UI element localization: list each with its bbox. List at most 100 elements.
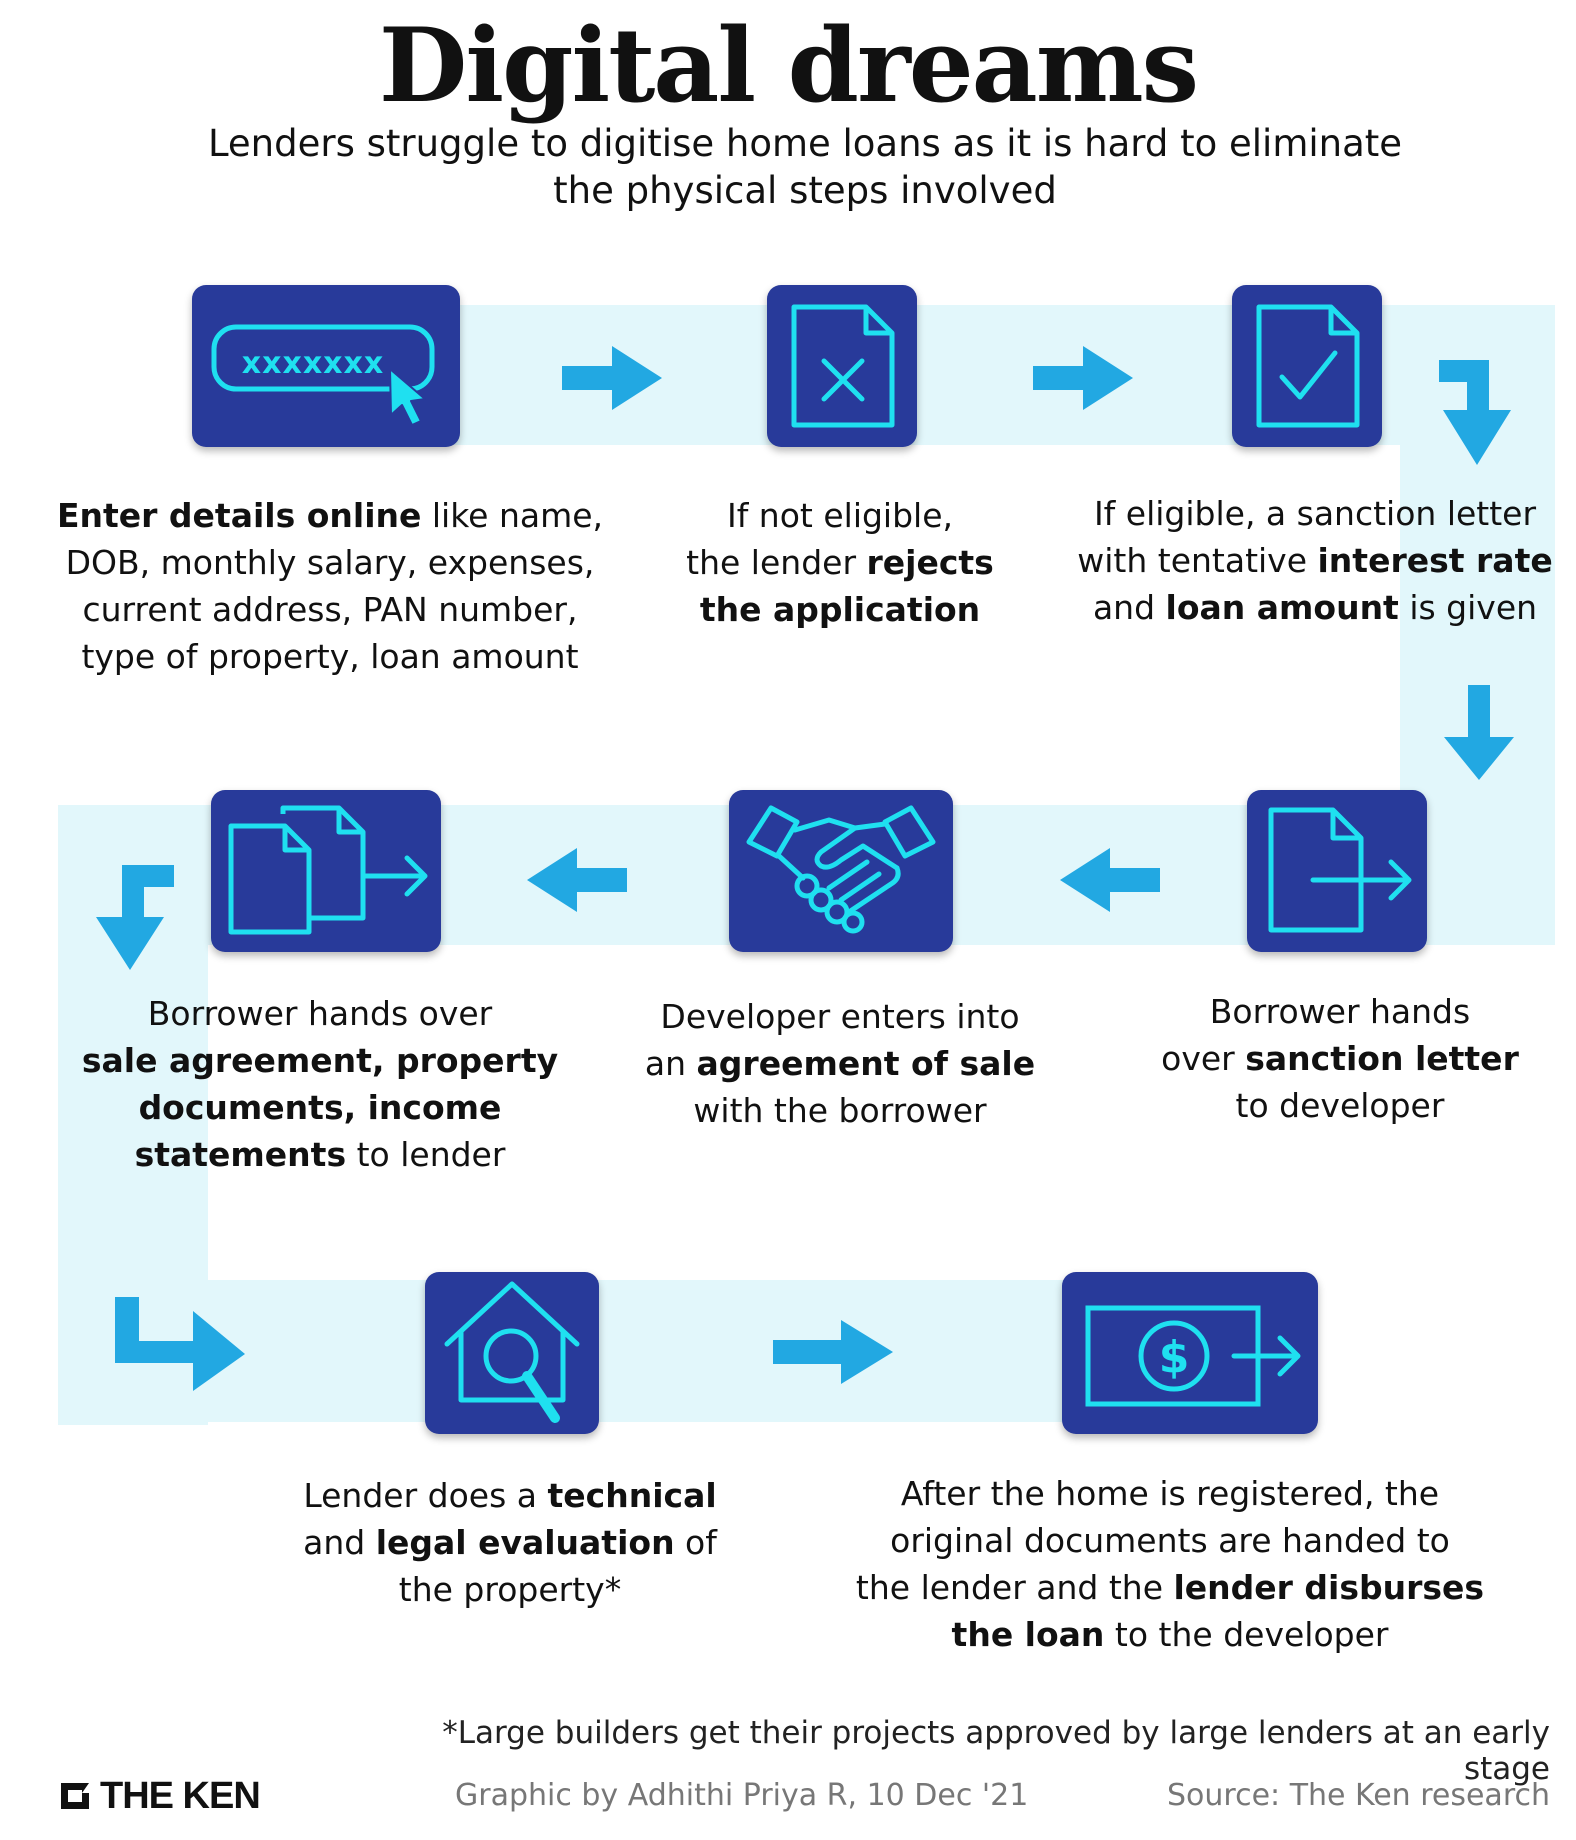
text-run: original documents are handed to xyxy=(890,1521,1450,1560)
description-line: to developer xyxy=(1130,1082,1550,1129)
dollar-sign: $ xyxy=(1159,1332,1190,1383)
document-handover-icon xyxy=(1268,807,1412,933)
step-5-tile xyxy=(729,790,953,952)
text-run: current address, PAN number, xyxy=(82,590,578,629)
bold-text: interest rate xyxy=(1317,541,1553,580)
arrow-turn-down-2 xyxy=(96,865,174,970)
text-run: Developer enters into xyxy=(660,997,1020,1036)
bold-text: documents, income xyxy=(138,1088,502,1127)
text-run: Lender does a xyxy=(303,1476,548,1515)
bold-text: the application xyxy=(699,590,981,629)
text-run: and xyxy=(1092,588,1166,627)
money-transfer-icon: $ xyxy=(1085,1305,1301,1407)
step-6-description: Borrower hands over sale agreement, prope… xyxy=(60,990,580,1178)
text-run: to lender xyxy=(346,1135,506,1174)
password-field-cursor-icon: xxxxxxx xyxy=(211,324,435,426)
description-line: Lender does a technical xyxy=(270,1472,750,1519)
bold-text: the loan xyxy=(951,1615,1105,1654)
description-line: type of property, loan amount xyxy=(40,633,620,680)
the-ken-logo-icon xyxy=(61,1783,89,1809)
password-mask-text: xxxxxxx xyxy=(242,346,384,381)
page-title: Digital dreams xyxy=(378,6,1199,126)
text-run: with the borrower xyxy=(693,1091,987,1130)
bold-text: statements xyxy=(134,1135,347,1174)
page-subtitle: Lenders struggle to digitise home loans … xyxy=(150,120,1460,214)
description-line: sale agreement, property xyxy=(60,1037,580,1084)
text-run: to the developer xyxy=(1104,1615,1389,1654)
arrow-right-3 xyxy=(773,1320,893,1384)
arrow-left-1 xyxy=(1060,848,1160,912)
bold-text: technical xyxy=(547,1476,717,1515)
text-run: and xyxy=(303,1523,376,1562)
text-run: Borrower hands over xyxy=(147,994,493,1033)
logo-text: THE KEN xyxy=(100,1774,261,1817)
step-8-tile: $ xyxy=(1062,1272,1318,1434)
arrow-turn-down-1 xyxy=(1439,360,1511,465)
description-line: the property* xyxy=(270,1566,750,1613)
description-line: Enter details online like name, xyxy=(40,492,620,539)
description-line: and legal evaluation of xyxy=(270,1519,750,1566)
step-8-description: After the home is registered, the origina… xyxy=(830,1470,1510,1658)
description-line: the loan to the developer xyxy=(830,1611,1510,1658)
description-line: an agreement of sale xyxy=(620,1040,1060,1087)
step-3-description: If eligible, a sanction letter with tenta… xyxy=(1060,490,1570,631)
text-run: an xyxy=(644,1044,697,1083)
description-line: Borrower hands over xyxy=(60,990,580,1037)
description-line: statements to lender xyxy=(60,1131,580,1178)
text-run: the lender and the xyxy=(855,1568,1174,1607)
house-inspection-icon xyxy=(444,1281,580,1423)
text-run: Borrower hands xyxy=(1209,992,1471,1031)
step-4-description: Borrower hands over sanction letter to dev… xyxy=(1130,988,1550,1129)
subtitle-line-1: Lenders struggle to digitise home loans … xyxy=(207,122,1403,165)
description-line: current address, PAN number, xyxy=(40,586,620,633)
bold-text: loan amount xyxy=(1165,588,1399,627)
step-1-description: Enter details online like name,DOB, mont… xyxy=(40,492,620,680)
step-6-tile xyxy=(211,790,441,952)
step-7-tile xyxy=(425,1272,599,1434)
description-line: After the home is registered, the xyxy=(830,1470,1510,1517)
text-run: like name, xyxy=(421,496,604,535)
description-line: and loan amount is given xyxy=(1060,584,1570,631)
description-line: If not eligible, xyxy=(640,492,1040,539)
description-line: the application xyxy=(640,586,1040,633)
text-run: to developer xyxy=(1235,1086,1445,1125)
step-1-tile: xxxxxxx xyxy=(192,285,460,447)
text-run: the lender xyxy=(686,543,867,582)
text-run: of xyxy=(674,1523,717,1562)
bold-text: Enter details online xyxy=(56,496,422,535)
bold-text: agreement of sale xyxy=(696,1044,1036,1083)
source-credit: Source: The Ken research xyxy=(1167,1778,1550,1813)
text-run: over xyxy=(1161,1039,1246,1078)
description-line: Borrower hands xyxy=(1130,988,1550,1035)
description-line: with tentative interest rate xyxy=(1060,537,1570,584)
description-line: the lender and the lender disburses xyxy=(830,1564,1510,1611)
document-rejected-icon xyxy=(791,304,895,428)
step-3-tile xyxy=(1232,285,1382,447)
multiple-documents-handover-icon xyxy=(228,805,428,935)
text-run: with tentative xyxy=(1077,541,1318,580)
arrow-turn-right xyxy=(115,1297,245,1391)
step-2-tile xyxy=(767,285,917,447)
bold-text: sanction letter xyxy=(1245,1039,1519,1078)
bold-text: lender disburses xyxy=(1173,1568,1485,1607)
text-run: If eligible, a sanction letter xyxy=(1093,494,1537,533)
description-line: documents, income xyxy=(60,1084,580,1131)
arrow-left-2 xyxy=(527,848,627,912)
description-line: over sanction letter xyxy=(1130,1035,1550,1082)
bold-text: legal evaluation xyxy=(375,1523,675,1562)
the-ken-logo: THE KEN xyxy=(58,1774,261,1818)
description-line: If eligible, a sanction letter xyxy=(1060,490,1570,537)
step-5-description: Developer enters into an agreement of sal… xyxy=(620,993,1060,1134)
step-4-tile xyxy=(1247,790,1427,952)
text-run: is given xyxy=(1398,588,1538,627)
arrow-right-2 xyxy=(1033,346,1133,410)
text-run: After the home is registered, the xyxy=(900,1474,1440,1513)
description-line: Developer enters into xyxy=(620,993,1060,1040)
footnote: *Large builders get their projects appro… xyxy=(442,1715,1550,1787)
text-run: the property* xyxy=(398,1570,622,1609)
flow-band-row-3 xyxy=(58,1280,1238,1422)
document-approved-icon xyxy=(1256,304,1360,428)
description-line: with the borrower xyxy=(620,1087,1060,1134)
subtitle-line-2: the physical steps involved xyxy=(553,169,1057,212)
